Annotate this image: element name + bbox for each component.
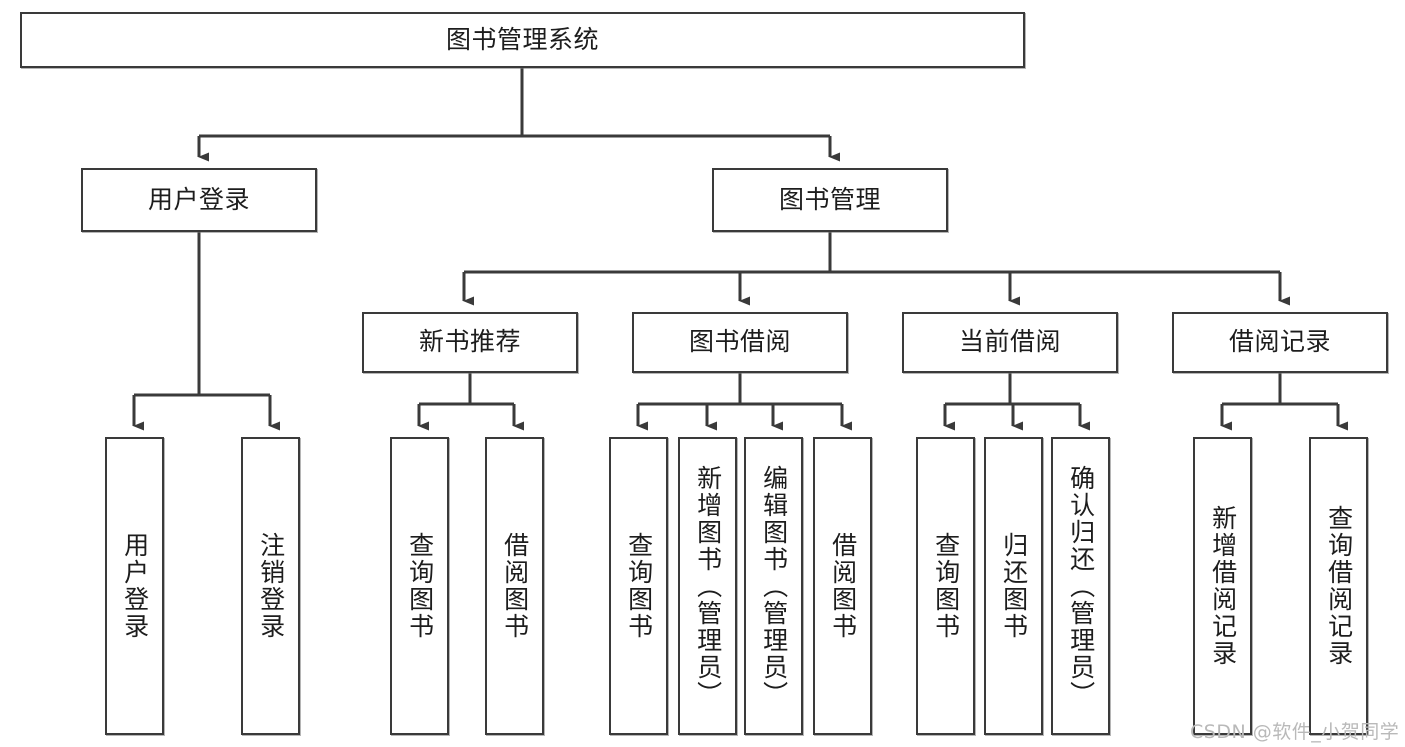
node-label: 归还图书 (999, 532, 1029, 640)
node-label: 当前借阅 (958, 327, 1061, 357)
node-new-book-recommend[interactable]: 新书推荐 (362, 312, 578, 373)
leaf-add-book[interactable]: 新增图书（管理员） (678, 437, 737, 735)
leaf-query-book-1[interactable]: 查询图书 (390, 437, 449, 735)
node-label: 查询图书 (624, 532, 654, 640)
leaf-user-login[interactable]: 用户登录 (105, 437, 164, 735)
node-label: 图书管理系统 (445, 24, 599, 54)
node-label: 借阅记录 (1228, 327, 1331, 357)
leaf-borrow-book-2[interactable]: 借阅图书 (813, 437, 872, 735)
connectors-new-book-recommend (417, 373, 524, 431)
node-label: 查询图书 (405, 532, 435, 640)
node-label: 借阅图书 (500, 532, 530, 640)
node-label: 新增借阅记录 (1208, 505, 1238, 667)
node-label: 借阅图书 (828, 532, 858, 640)
node-label: 图书管理 (778, 184, 881, 214)
leaf-logout-login[interactable]: 注销登录 (241, 437, 300, 735)
node-label: 查询图书 (931, 532, 961, 640)
node-label: 新书推荐 (418, 327, 521, 357)
node-label: 新增图书（管理员） (693, 464, 723, 708)
node-book-manage[interactable]: 图书管理 (712, 168, 948, 232)
leaf-return-book[interactable]: 归还图书 (984, 437, 1043, 735)
leaf-borrow-book-1[interactable]: 借阅图书 (485, 437, 544, 735)
leaf-confirm-return[interactable]: 确认归还（管理员） (1051, 437, 1110, 735)
leaf-query-book-2[interactable]: 查询图书 (609, 437, 668, 735)
node-label: 确认归还（管理员） (1066, 464, 1096, 708)
connectors-borrow-record (1220, 373, 1348, 431)
connectors-book-manage (462, 232, 1290, 306)
leaf-add-record[interactable]: 新增借阅记录 (1193, 437, 1252, 735)
node-label: 查询借阅记录 (1324, 505, 1354, 667)
node-borrow-record[interactable]: 借阅记录 (1172, 312, 1388, 373)
node-current-borrow[interactable]: 当前借阅 (902, 312, 1118, 373)
node-label: 用户登录 (147, 184, 250, 214)
node-book-borrow[interactable]: 图书借阅 (632, 312, 848, 373)
connectors-user-login (132, 232, 280, 431)
leaf-query-record[interactable]: 查询借阅记录 (1309, 437, 1368, 735)
node-label: 用户登录 (120, 532, 150, 640)
connectors-current-borrow (943, 373, 1090, 431)
connectors-level1 (197, 68, 840, 162)
node-user-login[interactable]: 用户登录 (81, 168, 317, 232)
node-label: 编辑图书（管理员） (759, 464, 789, 708)
node-label: 图书借阅 (688, 327, 791, 357)
node-label: 注销登录 (256, 532, 286, 640)
leaf-query-book-3[interactable]: 查询图书 (916, 437, 975, 735)
node-root-book-management-system[interactable]: 图书管理系统 (20, 12, 1025, 68)
leaf-edit-book[interactable]: 编辑图书（管理员） (744, 437, 803, 735)
connectors-book-borrow (636, 373, 852, 431)
